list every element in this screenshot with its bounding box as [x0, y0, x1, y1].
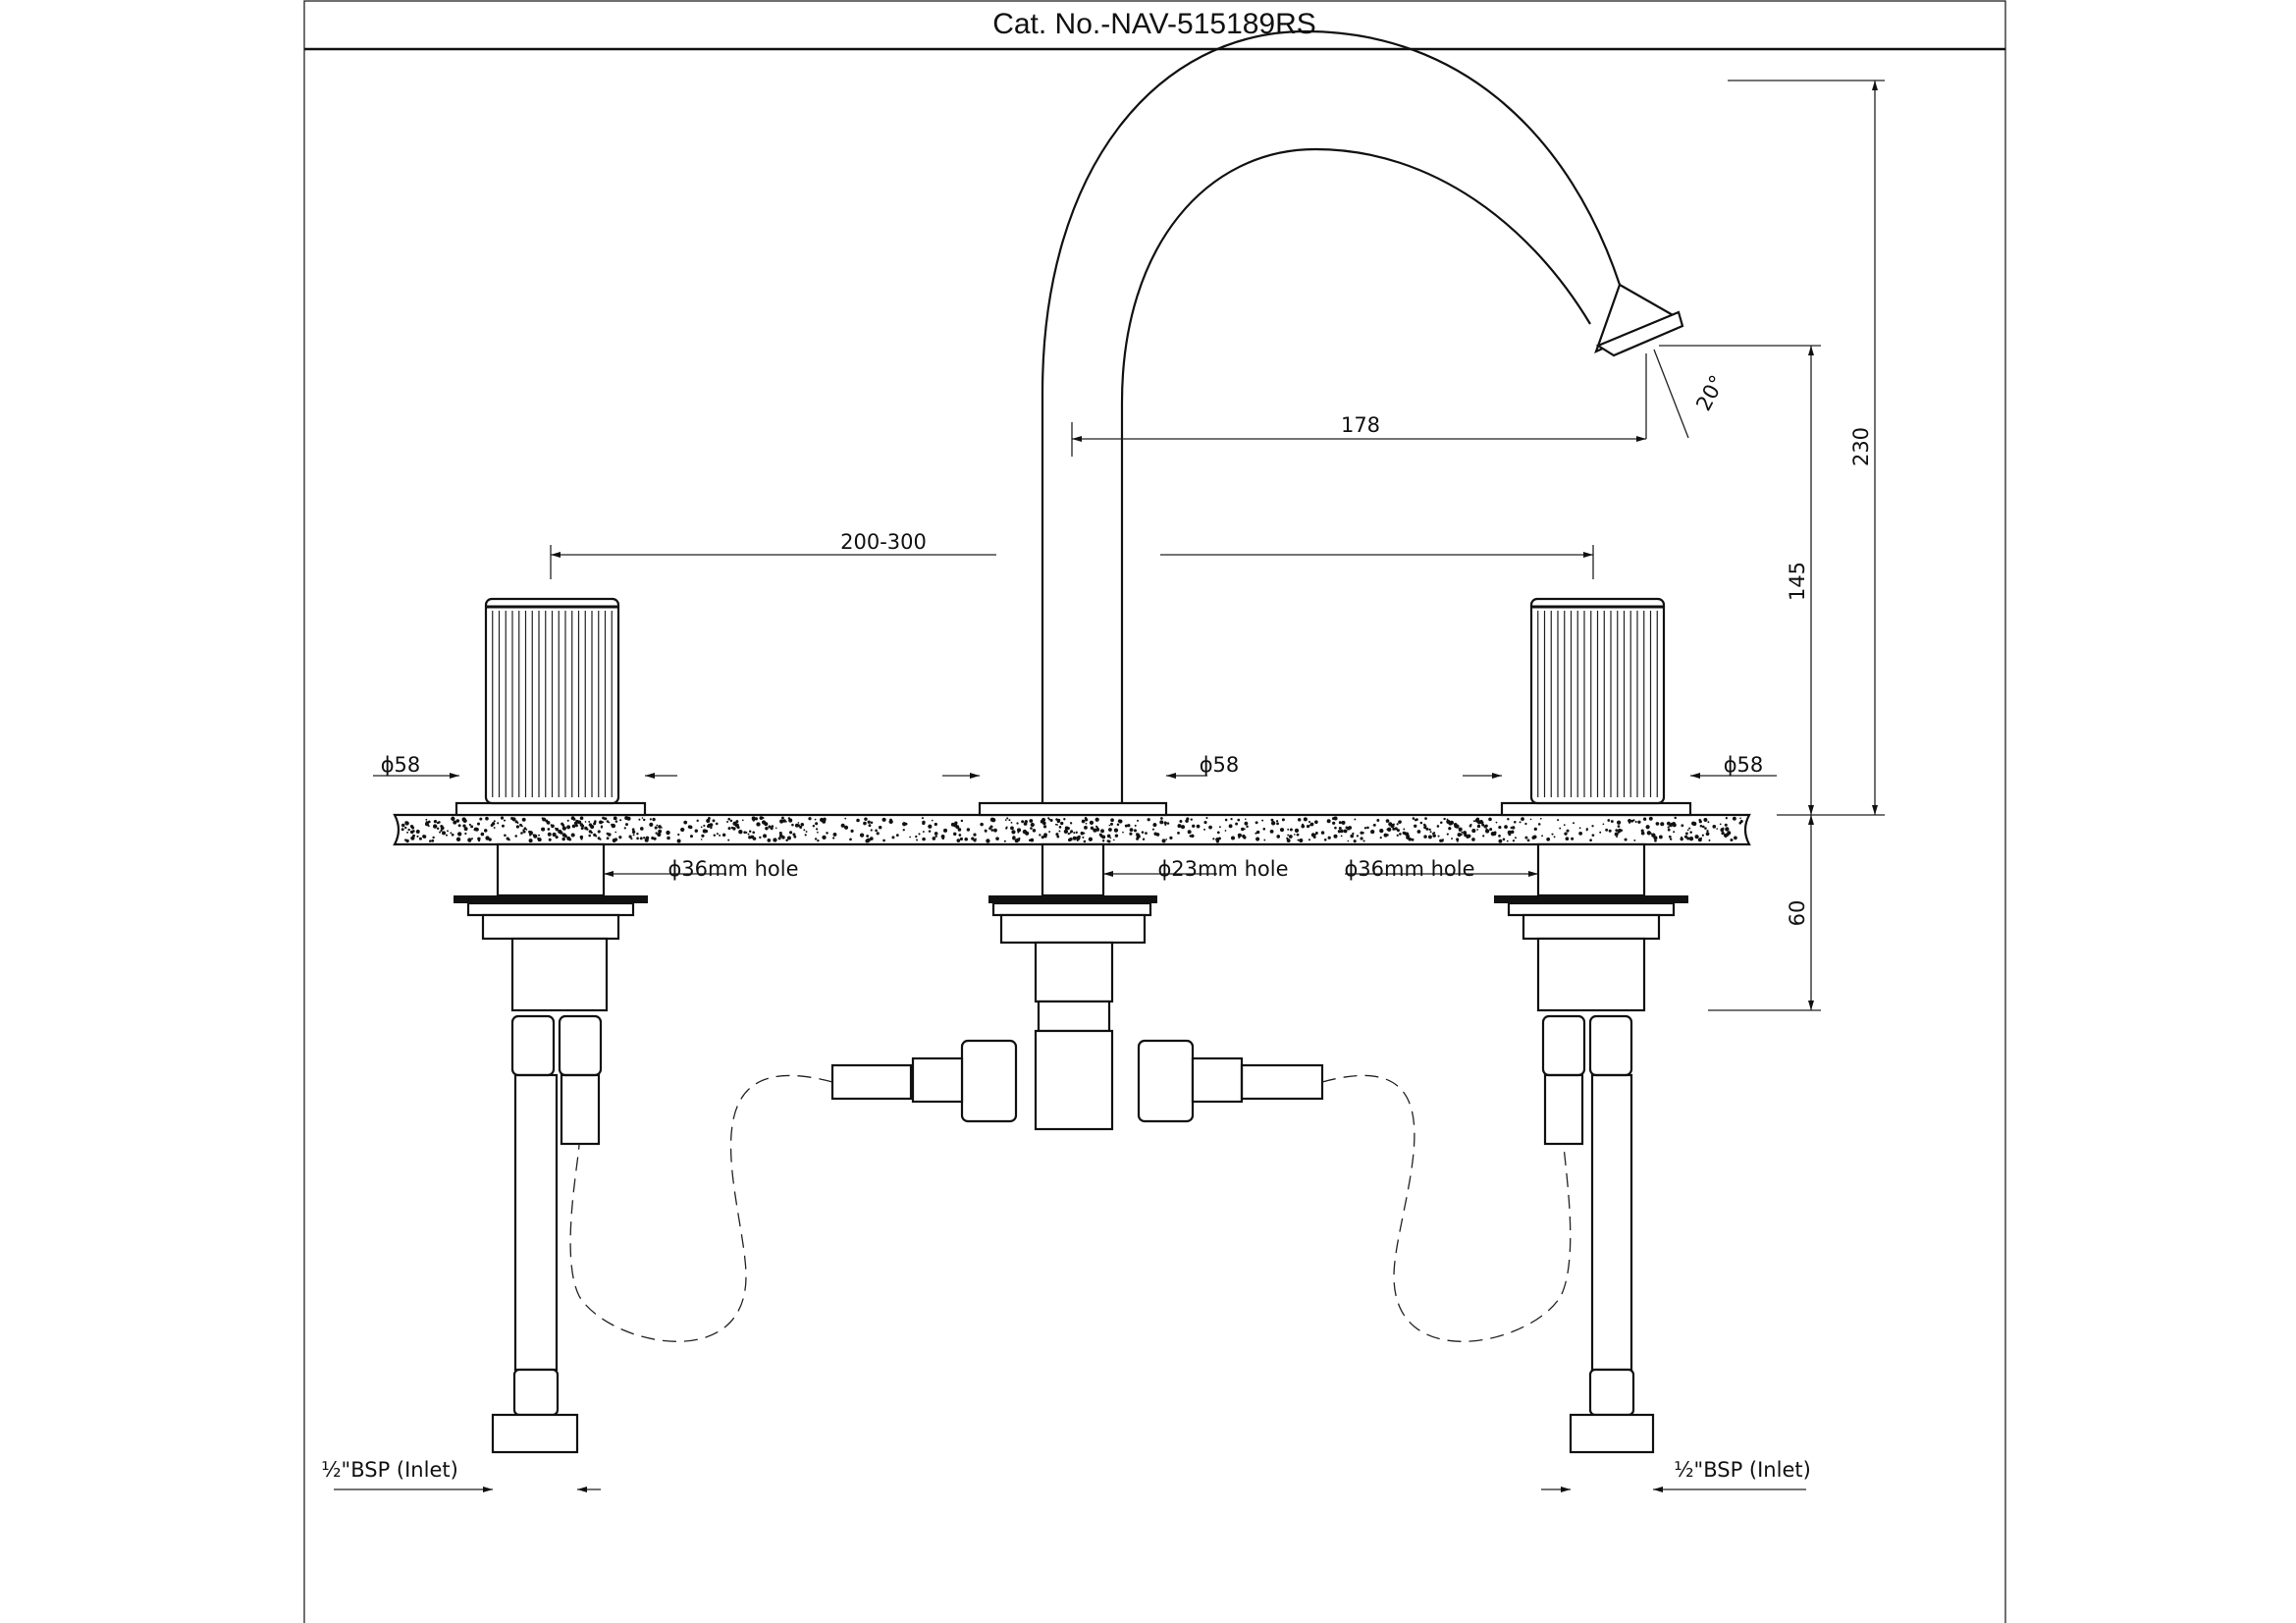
spout-height-label: 145 [1786, 562, 1809, 601]
drawing-frame [303, 0, 2006, 1623]
below-counter-label: 60 [1786, 900, 1809, 927]
center-hole-label: ϕ23mm hole [1157, 857, 1288, 881]
right-base-dia-label: ϕ58 [1724, 753, 1764, 777]
center-valve-body [911, 842, 1244, 1131]
right-handle [1529, 597, 1666, 805]
left-inlet-label: ½"BSP (Inlet) [321, 1458, 458, 1482]
left-valve-body [454, 842, 648, 1012]
handle-spacing-label: 200-300 [840, 530, 927, 554]
right-inlet-label: ½"BSP (Inlet) [1674, 1458, 1811, 1482]
overall-height-label: 230 [1849, 427, 1873, 466]
left-hole-label: ϕ36mm hole [667, 857, 798, 881]
dimension-lines [334, 80, 1885, 1492]
angle-label: 20° [1691, 371, 1730, 414]
left-base-plate [454, 801, 647, 817]
center-base-dia-label: ϕ58 [1200, 753, 1240, 777]
right-valve-body [1494, 842, 1688, 1012]
right-base-plate [1500, 801, 1692, 817]
spout-reach-label: 178 [1341, 413, 1380, 437]
center-base-plate [978, 801, 1168, 817]
left-handle [484, 597, 620, 805]
right-hole-label: ϕ36mm hole [1344, 857, 1474, 881]
left-base-dia-label: ϕ58 [381, 753, 421, 777]
hoses [491, 1014, 1655, 1454]
countertop [393, 813, 1751, 846]
spout [1041, 29, 1684, 803]
